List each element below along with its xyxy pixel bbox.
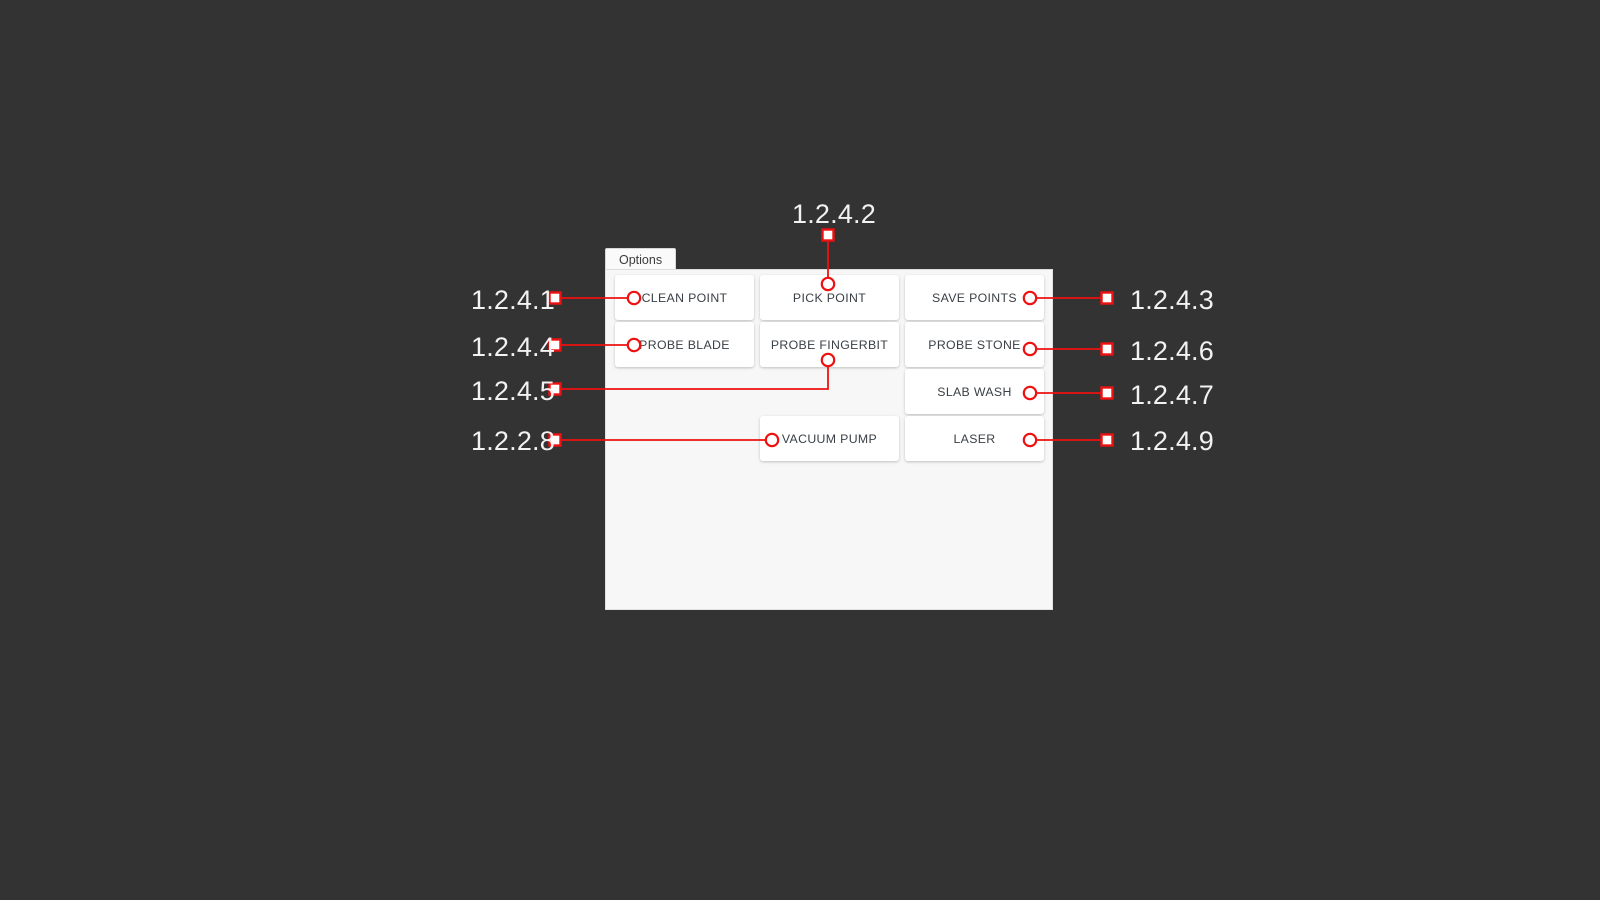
slab-wash-label: SLAB WASH — [937, 384, 1012, 399]
tabstrip: Options — [605, 248, 1053, 269]
anno-1-2-4-6-label: 1.2.4.6 — [1130, 336, 1214, 366]
slab-wash-button[interactable]: SLAB WASH — [905, 369, 1044, 414]
anno-1-2-4-6-label-square — [1100, 342, 1114, 356]
anno-1-2-4-3-label: 1.2.4.3 — [1130, 285, 1214, 315]
probe-blade-label: PROBE BLADE — [639, 337, 730, 352]
options-panel-window: Options CLEAN POINT PICK POINT SAVE POIN… — [605, 248, 1053, 610]
probe-fingerbit-label: PROBE FINGERBIT — [770, 337, 889, 352]
anno-1-2-4-7-label-square — [1100, 386, 1114, 400]
anno-1-2-4-2-label: 1.2.4.2 — [792, 199, 876, 229]
anno-1-2-4-4-label: 1.2.4.4 — [471, 332, 555, 362]
pick-point-button[interactable]: PICK POINT — [760, 275, 899, 320]
laser-button[interactable]: LASER — [905, 416, 1044, 461]
tab-options-label: Options — [619, 253, 663, 267]
anno-1-2-4-1-label: 1.2.4.1 — [471, 285, 555, 315]
probe-stone-button[interactable]: PROBE STONE — [905, 322, 1044, 367]
anno-1-2-4-9-label-square — [1100, 433, 1114, 447]
clean-point-label: CLEAN POINT — [641, 290, 728, 305]
pick-point-label: PICK POINT — [792, 290, 867, 305]
anno-1-2-4-2-label-square — [821, 228, 835, 242]
vacuum-pump-button[interactable]: VACUUM PUMP — [760, 416, 899, 461]
grid-cell-empty-r3c2 — [760, 369, 899, 414]
anno-1-2-4-9-label: 1.2.4.9 — [1130, 426, 1214, 456]
probe-stone-label: PROBE STONE — [928, 337, 1021, 352]
anno-1-2-4-5-label: 1.2.4.5 — [471, 376, 555, 406]
probe-blade-button[interactable]: PROBE BLADE — [615, 322, 754, 367]
grid-cell-empty-r3c1 — [615, 369, 754, 414]
save-points-label: SAVE POINTS — [932, 290, 1017, 305]
anno-1-2-2-8-label: 1.2.2.8 — [471, 426, 555, 456]
action-button-grid: CLEAN POINT PICK POINT SAVE POINTS PROBE… — [615, 275, 1045, 461]
clean-point-button[interactable]: CLEAN POINT — [615, 275, 754, 320]
vacuum-pump-label: VACUUM PUMP — [781, 431, 878, 446]
grid-cell-empty-r4c1 — [615, 416, 754, 461]
laser-label: LASER — [953, 431, 996, 446]
tab-options[interactable]: Options — [605, 248, 677, 269]
options-panel-body: CLEAN POINT PICK POINT SAVE POINTS PROBE… — [605, 269, 1053, 610]
anno-1-2-4-3-label-square — [1100, 291, 1114, 305]
probe-fingerbit-button[interactable]: PROBE FINGERBIT — [760, 322, 899, 367]
anno-1-2-4-7-label: 1.2.4.7 — [1130, 380, 1214, 410]
save-points-button[interactable]: SAVE POINTS — [905, 275, 1044, 320]
